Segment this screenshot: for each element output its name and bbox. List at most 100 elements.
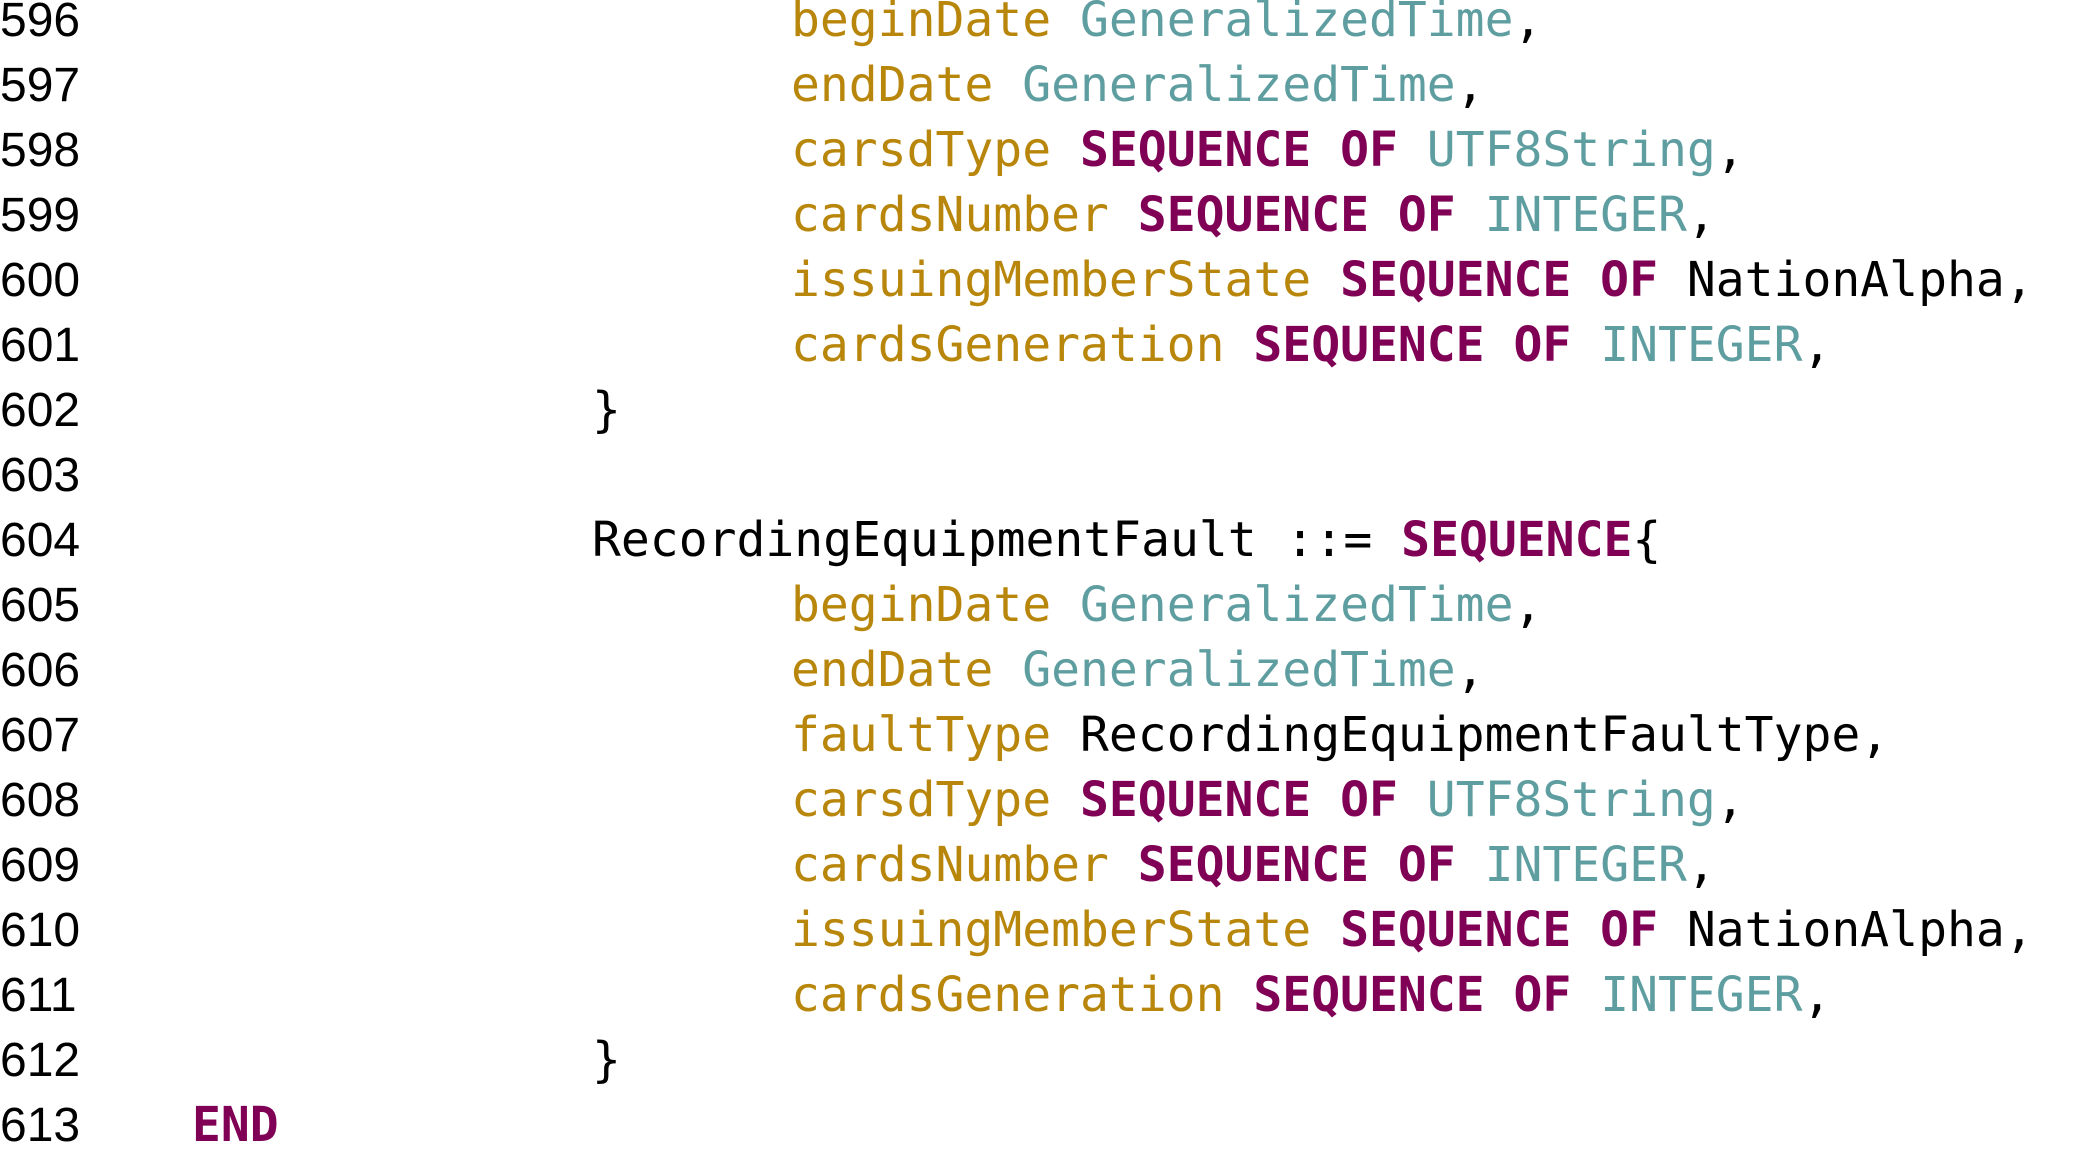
code-token-plain — [1456, 837, 1485, 893]
code-token-plain: } — [592, 1032, 621, 1088]
line-number: 612 — [0, 1034, 81, 1087]
code-token-plain: , — [2004, 902, 2034, 958]
code-token-field: issuingMemberState — [791, 902, 1312, 958]
code-token-type: GeneralizedTime — [1022, 642, 1456, 698]
code-token-plain — [1485, 317, 1514, 373]
code-token-plain — [1224, 317, 1253, 373]
code-token-plain — [1311, 122, 1340, 178]
code-line: 596 beginDate GeneralizedTime, — [0, 0, 2093, 53]
code-line: 612} — [0, 1028, 2093, 1093]
code-text: endDate GeneralizedTime, — [791, 638, 1485, 703]
code-text: issuingMemberState SEQUENCE OF NationAlp… — [791, 898, 2034, 963]
code-text: endDate GeneralizedTime, — [791, 53, 1485, 118]
code-token-plain — [1109, 837, 1138, 893]
line-number: 607 — [0, 709, 81, 762]
code-token-plain — [1051, 707, 1080, 763]
code-text: carsdType SEQUENCE OF UTF8String, — [791, 768, 1745, 833]
line-number: 611 — [0, 969, 77, 1022]
code-token-plain: NationAlpha — [1686, 902, 2005, 958]
code-token-plain — [1658, 902, 1687, 958]
code-token-plain: , — [1455, 57, 1485, 113]
code-token-type: INTEGER — [1484, 187, 1687, 243]
code-token-type: GeneralizedTime — [1022, 57, 1456, 113]
code-token-plain — [1398, 122, 1427, 178]
code-text: cardsGeneration SEQUENCE OF INTEGER, — [791, 963, 1831, 1028]
code-line: 609 cardsNumber SEQUENCE OF INTEGER, — [0, 833, 2093, 898]
code-token-plain — [1485, 967, 1514, 1023]
code-token-field: cardsNumber — [791, 187, 1109, 243]
code-token-field: issuingMemberState — [791, 252, 1312, 308]
code-token-kw: SEQUENCE — [1137, 187, 1369, 243]
code-token-kw: OF — [1340, 122, 1398, 178]
code-token-plain — [1571, 967, 1600, 1023]
code-token-kw: OF — [1513, 317, 1572, 373]
code-token-plain: NationAlpha — [1686, 252, 2005, 308]
code-token-type: GeneralizedTime — [1080, 577, 1514, 633]
code-token-plain — [1369, 837, 1398, 893]
code-token-kw: OF — [1397, 187, 1456, 243]
code-token-kw: SEQUENCE — [1340, 902, 1572, 958]
code-text: cardsNumber SEQUENCE OF INTEGER, — [791, 183, 1716, 248]
line-number: 603 — [0, 449, 81, 502]
code-text: carsdType SEQUENCE OF UTF8String, — [791, 118, 1745, 183]
code-text: cardsNumber SEQUENCE OF INTEGER, — [791, 833, 1716, 898]
code-token-field: carsdType — [791, 122, 1052, 178]
code-token-kw: END — [192, 1097, 279, 1153]
line-number: 597 — [0, 59, 81, 112]
code-token-plain — [993, 642, 1022, 698]
code-token-plain — [1051, 122, 1080, 178]
line-number: 596 — [0, 0, 81, 47]
code-token-plain: , — [1686, 187, 1716, 243]
code-text: faultType RecordingEquipmentFaultType, — [791, 703, 1889, 768]
line-number: 610 — [0, 904, 81, 957]
code-token-plain — [1658, 252, 1687, 308]
code-token-kw: SEQUENCE — [1401, 512, 1633, 568]
code-token-kw: OF — [1600, 252, 1658, 308]
code-token-plain: } — [592, 382, 621, 438]
code-token-kw: SEQUENCE — [1253, 967, 1485, 1023]
code-token-plain — [1311, 252, 1340, 308]
code-token-field: beginDate — [791, 0, 1052, 48]
code-text: } — [592, 378, 621, 443]
code-token-plain: , — [1513, 577, 1543, 633]
code-token-plain — [1311, 902, 1340, 958]
code-token-plain — [1571, 317, 1600, 373]
code-token-kw: SEQUENCE — [1253, 317, 1485, 373]
code-line: 611 cardsGeneration SEQUENCE OF INTEGER, — [0, 963, 2093, 1028]
code-token-field: endDate — [791, 57, 994, 113]
code-token-type: INTEGER — [1484, 837, 1687, 893]
line-number: 598 — [0, 124, 81, 177]
code-line: 607 faultType RecordingEquipmentFaultType… — [0, 703, 2093, 768]
code-token-kw: OF — [1513, 967, 1572, 1023]
code-token-field: carsdType — [791, 772, 1052, 828]
code-token-plain — [1224, 967, 1253, 1023]
code-token-plain: , — [2004, 252, 2034, 308]
code-text: issuingMemberState SEQUENCE OF NationAlp… — [791, 248, 2034, 313]
code-token-plain — [1109, 187, 1138, 243]
code-token-plain — [1369, 187, 1398, 243]
code-token-kw: SEQUENCE — [1340, 252, 1572, 308]
code-token-plain — [1051, 577, 1080, 633]
code-token-kw: OF — [1600, 902, 1658, 958]
code-line: 598 carsdType SEQUENCE OF UTF8String, — [0, 118, 2093, 183]
code-token-plain: { — [1632, 512, 1662, 568]
code-line: 603 — [0, 443, 2093, 508]
code-text: RecordingEquipmentFault ::= SEQUENCE{ — [592, 508, 1661, 573]
line-number: 605 — [0, 579, 81, 632]
code-text: beginDate GeneralizedTime, — [791, 0, 1542, 53]
code-line: 602} — [0, 378, 2093, 443]
code-token-plain — [1051, 772, 1080, 828]
line-number: 601 — [0, 319, 81, 372]
code-line: 610 issuingMemberState SEQUENCE OF Nation… — [0, 898, 2093, 963]
code-token-plain — [1571, 252, 1600, 308]
line-number: 609 — [0, 839, 81, 892]
code-token-plain: RecordingEquipmentFaultType — [1080, 707, 1861, 763]
code-token-plain — [1311, 772, 1340, 828]
code-token-plain: , — [1715, 122, 1745, 178]
